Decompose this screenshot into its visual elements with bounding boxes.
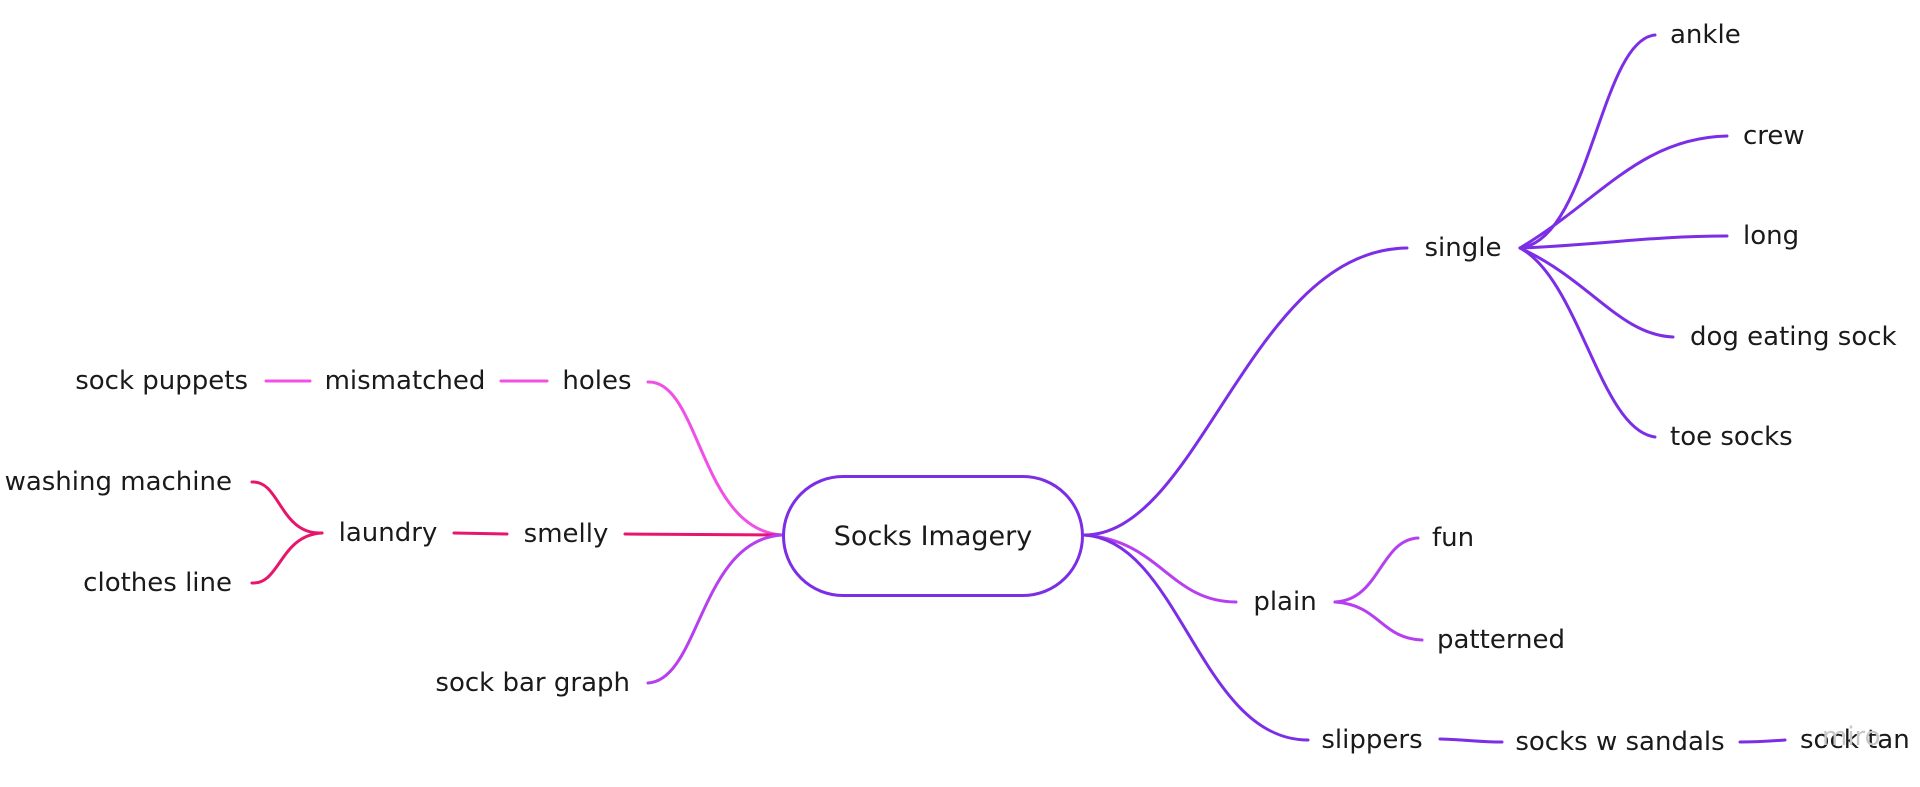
node-plain[interactable]: plain — [1253, 587, 1317, 617]
edge-laundry-washing-machine — [250, 480, 324, 535]
edge-plain-patterned — [1333, 600, 1424, 642]
edge-root-plain — [1082, 533, 1238, 604]
node-crew[interactable]: crew — [1743, 121, 1805, 151]
node-dog-eating-sock[interactable]: dog eating sock — [1690, 322, 1897, 352]
node-single[interactable]: single — [1424, 233, 1502, 263]
edge-root-sock-bar-graph — [646, 533, 784, 685]
edge-plain-fun — [1333, 536, 1420, 604]
edge-root-slippers — [1082, 533, 1310, 742]
node-sock-tan[interactable]: sock tan — [1800, 725, 1910, 755]
edge-single-dog-eating-sock — [1518, 246, 1675, 339]
edge-slippers-socks-w-sandals — [1438, 737, 1504, 744]
node-slippers[interactable]: slippers — [1321, 725, 1423, 755]
node-mismatched[interactable]: mismatched — [324, 366, 486, 396]
edge-smelly-laundry — [452, 531, 509, 536]
edge-single-crew — [1518, 134, 1729, 250]
miro-watermark: miro — [1822, 722, 1881, 752]
node-washing-machine[interactable]: washing machine — [4, 467, 232, 497]
edge-socks-w-sandals-sock-tan — [1738, 738, 1787, 744]
node-ankle[interactable]: ankle — [1670, 20, 1741, 50]
node-sock-puppets[interactable]: sock puppets — [75, 366, 248, 396]
node-smelly[interactable]: smelly — [523, 519, 609, 549]
node-fun[interactable]: fun — [1432, 523, 1475, 553]
edge-single-toe-socks — [1518, 246, 1657, 439]
node-clothes-line[interactable]: clothes line — [83, 568, 232, 598]
node-long[interactable]: long — [1743, 221, 1800, 251]
node-toe-socks[interactable]: toe socks — [1670, 422, 1793, 452]
edge-single-long — [1518, 234, 1729, 250]
node-socks-w-sandals[interactable]: socks w sandals — [1515, 727, 1725, 757]
edge-single-ankle — [1518, 33, 1657, 250]
edge-root-single — [1082, 246, 1409, 537]
edge-root-smelly — [623, 532, 784, 537]
node-laundry[interactable]: laundry — [338, 518, 438, 548]
edge-root-holes — [646, 380, 784, 537]
node-patterned[interactable]: patterned — [1437, 625, 1566, 655]
root-node-socks-imagery[interactable]: Socks Imagery — [782, 475, 1084, 597]
edge-laundry-clothes-line — [250, 531, 324, 585]
node-holes[interactable]: holes — [562, 366, 632, 396]
node-sock-bar-graph[interactable]: sock bar graph — [435, 668, 630, 698]
